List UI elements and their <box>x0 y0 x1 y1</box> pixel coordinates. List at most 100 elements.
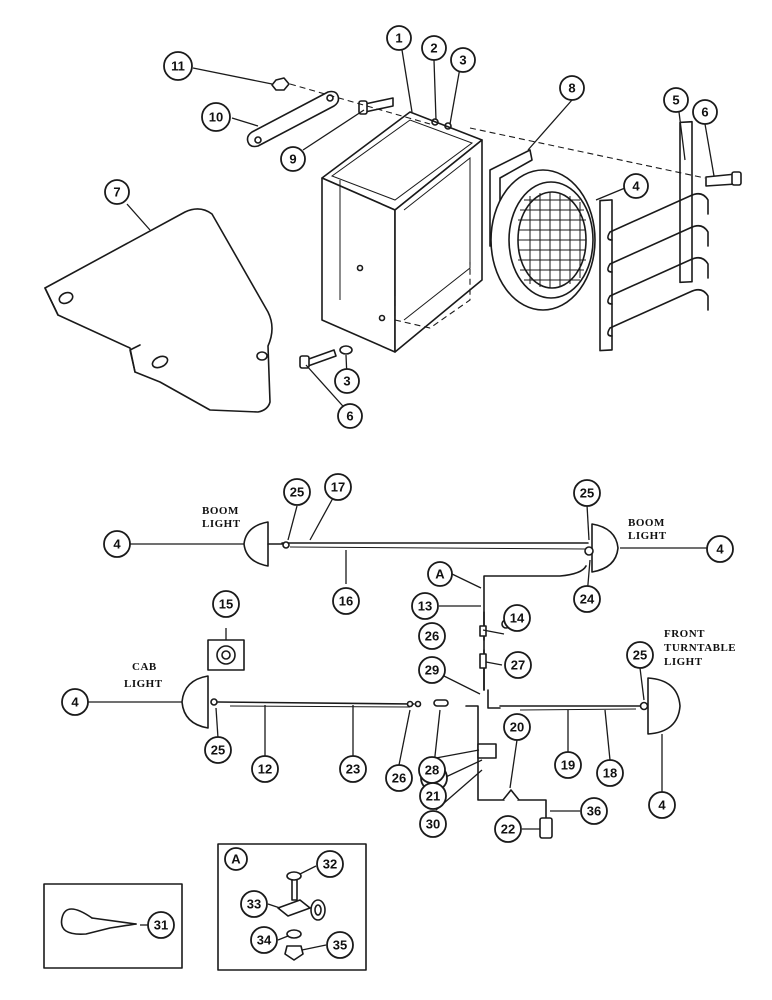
svg-text:25: 25 <box>290 485 304 500</box>
svg-text:6: 6 <box>701 105 708 120</box>
svg-text:21: 21 <box>426 789 440 804</box>
callout-12: 12 <box>251 755 279 783</box>
wire-harness <box>217 542 641 831</box>
svg-text:16: 16 <box>339 594 353 609</box>
cab-light-line1: CAB <box>132 661 157 673</box>
svg-text:4: 4 <box>632 179 640 194</box>
callout-3-lower: 3 <box>334 368 360 394</box>
front-turntable-line3: LIGHT <box>664 656 703 668</box>
upper-leaders <box>126 49 715 415</box>
svg-text:7: 7 <box>113 185 120 200</box>
callout-10: 10 <box>201 102 231 132</box>
svg-text:A: A <box>435 567 445 582</box>
boom-light-right-line1: BOOM <box>628 517 665 529</box>
cable-tie-box <box>43 883 183 969</box>
callout-29: 29 <box>418 656 446 684</box>
mounting-bracket-part-7 <box>44 208 273 413</box>
svg-text:36: 36 <box>587 804 601 819</box>
callout-5: 5 <box>663 87 689 113</box>
sealed-beam-lamp-part-4 <box>490 169 596 311</box>
svg-text:34: 34 <box>257 933 272 948</box>
boom-light-right <box>584 523 619 573</box>
nut-part-11 <box>271 77 290 91</box>
alignment-line <box>289 83 431 125</box>
connectors-and-fuses <box>282 541 553 839</box>
svg-text:25: 25 <box>211 743 225 758</box>
svg-text:11: 11 <box>171 59 185 74</box>
boom-light-left-line1: BOOM <box>202 505 239 517</box>
boom-light-left <box>243 521 283 567</box>
housing-box-part-1 <box>321 111 483 353</box>
callout-25-boom-right: 25 <box>573 479 601 507</box>
label-cab-light: CAB LIGHT <box>124 661 163 690</box>
callout-18: 18 <box>596 759 624 787</box>
callout-11: 11 <box>163 51 193 81</box>
callout-4-boom-right: 4 <box>706 535 734 563</box>
svg-text:4: 4 <box>658 798 666 813</box>
svg-text:9: 9 <box>289 152 296 167</box>
svg-text:31: 31 <box>154 918 168 933</box>
svg-text:A: A <box>231 852 241 867</box>
callout-2: 2 <box>421 35 447 61</box>
svg-text:8: 8 <box>568 81 575 96</box>
label-boom-light-left: BOOM LIGHT <box>202 505 241 530</box>
callout-21: 21 <box>419 782 447 810</box>
callout-3: 3 <box>450 47 476 73</box>
callout-4-cab: 4 <box>61 688 89 716</box>
svg-text:32: 32 <box>323 857 337 872</box>
svg-text:1: 1 <box>395 31 402 46</box>
callout-24: 24 <box>573 585 601 613</box>
svg-text:5: 5 <box>672 93 679 108</box>
callout-36: 36 <box>580 797 608 825</box>
svg-text:33: 33 <box>247 897 261 912</box>
svg-text:26: 26 <box>425 629 439 644</box>
front-turntable-line2: TURNTABLE <box>664 642 736 654</box>
svg-text:35: 35 <box>333 938 347 953</box>
boom-light-right-line2: LIGHT <box>628 530 667 542</box>
strap-part-10 <box>246 90 340 148</box>
callout-34: 34 <box>250 926 278 954</box>
callout-A-detail: A <box>224 847 248 871</box>
svg-text:26: 26 <box>392 771 406 786</box>
svg-text:18: 18 <box>603 766 617 781</box>
callout-20: 20 <box>503 713 531 741</box>
svg-text:15: 15 <box>219 597 233 612</box>
svg-text:3: 3 <box>459 53 466 68</box>
bolt-part-6-right <box>705 171 742 187</box>
callout-26-lower: 26 <box>385 764 413 792</box>
callout-26-upper: 26 <box>418 622 446 650</box>
switch-part-15 <box>207 639 245 671</box>
callout-6-top: 6 <box>692 99 718 125</box>
label-front-turntable-light: FRONT TURNTABLE LIGHT <box>664 628 736 668</box>
detail-a-box <box>217 843 367 971</box>
callout-23: 23 <box>339 755 367 783</box>
svg-text:20: 20 <box>510 720 524 735</box>
callout-14: 14 <box>503 604 531 632</box>
svg-text:4: 4 <box>71 695 79 710</box>
callout-30: 30 <box>419 810 447 838</box>
callout-4-lamp: 4 <box>623 173 649 199</box>
cab-light-line2: LIGHT <box>124 678 163 690</box>
svg-text:25: 25 <box>633 648 647 663</box>
callout-25-front: 25 <box>626 641 654 669</box>
callout-25-boom-left: 25 <box>283 478 311 506</box>
callout-17: 17 <box>324 473 352 501</box>
svg-text:24: 24 <box>580 592 595 607</box>
callout-15: 15 <box>212 590 240 618</box>
svg-text:27: 27 <box>511 658 525 673</box>
callout-32: 32 <box>316 850 344 878</box>
alignment-line <box>469 127 706 179</box>
svg-text:19: 19 <box>561 758 575 773</box>
svg-text:3: 3 <box>343 374 350 389</box>
callout-9: 9 <box>280 146 306 172</box>
svg-text:25: 25 <box>580 486 594 501</box>
grille-guard-part-5 <box>599 120 709 352</box>
boom-light-left-line2: LIGHT <box>202 518 241 530</box>
callout-6-lower: 6 <box>337 403 363 429</box>
callout-A: A <box>427 561 453 587</box>
callout-22: 22 <box>494 815 522 843</box>
callout-19: 19 <box>554 751 582 779</box>
svg-text:28: 28 <box>425 763 439 778</box>
svg-text:12: 12 <box>258 762 272 777</box>
